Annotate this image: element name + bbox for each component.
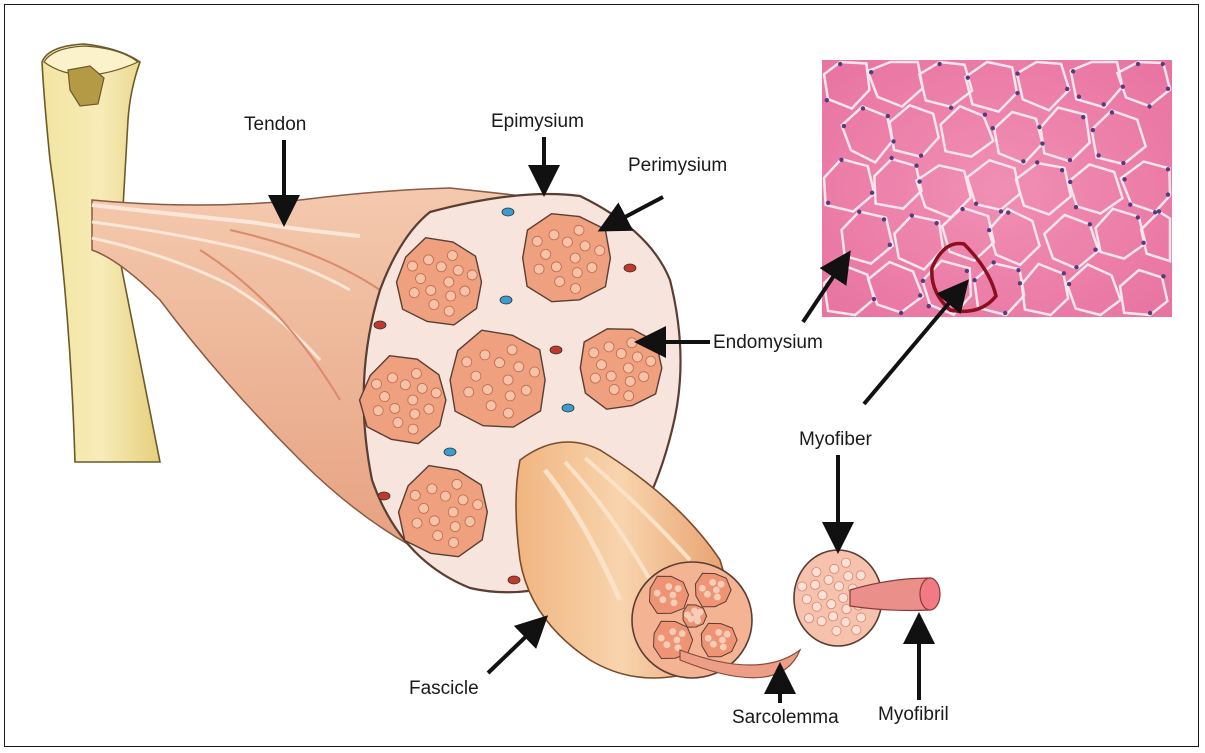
- myofiber-label: Myofiber: [799, 429, 872, 451]
- endomysium-label: Endomysium: [713, 332, 823, 354]
- histology-micrograph: [822, 60, 1172, 317]
- tendon-label: Tendon: [244, 114, 306, 136]
- perimysium-arrow: [610, 197, 663, 225]
- fascicle-label: Fascicle: [409, 678, 479, 700]
- fascicle-arrow: [488, 625, 538, 673]
- sarcolemma-label: Sarcolemma: [732, 707, 839, 729]
- fascicle-bundle: [516, 442, 752, 678]
- perimysium-label: Perimysium: [628, 155, 727, 177]
- epimysium-label: Epimysium: [491, 111, 584, 133]
- myofibril-label: Myofibril: [878, 704, 949, 726]
